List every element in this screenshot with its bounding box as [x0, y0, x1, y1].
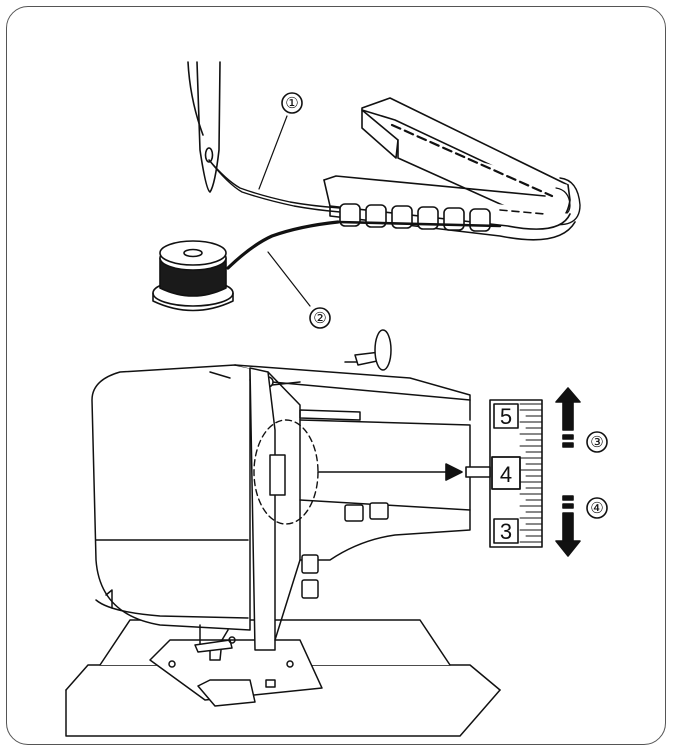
callout-3-label: ③: [590, 433, 603, 451]
increase-arrow: [555, 387, 581, 448]
callout-2-label: ②: [313, 309, 326, 327]
dial-number-current: 4: [500, 462, 512, 487]
sewing-machine: [65, 329, 501, 737]
dial-number-upper: 5: [500, 404, 512, 429]
callout-1-label: ①: [285, 94, 298, 112]
upper-thread: [208, 115, 341, 213]
callout-circle-4: [586, 497, 608, 519]
tension-dial-detail: [465, 399, 543, 548]
callout-circle-1: [281, 92, 303, 114]
callout-circle-2: [309, 307, 331, 329]
callout-4-label: ④: [590, 499, 603, 517]
stitch-loops: [336, 203, 502, 232]
decrease-arrow: [555, 495, 581, 557]
tension-dial-highlight: [253, 419, 463, 525]
bobbin-thread: [226, 220, 340, 307]
bobbin-icon: [152, 240, 234, 312]
callout-circle-3: [586, 431, 608, 453]
fabric-layers: [323, 97, 581, 241]
dial-number-lower: 3: [500, 519, 512, 544]
needle: [187, 61, 221, 193]
